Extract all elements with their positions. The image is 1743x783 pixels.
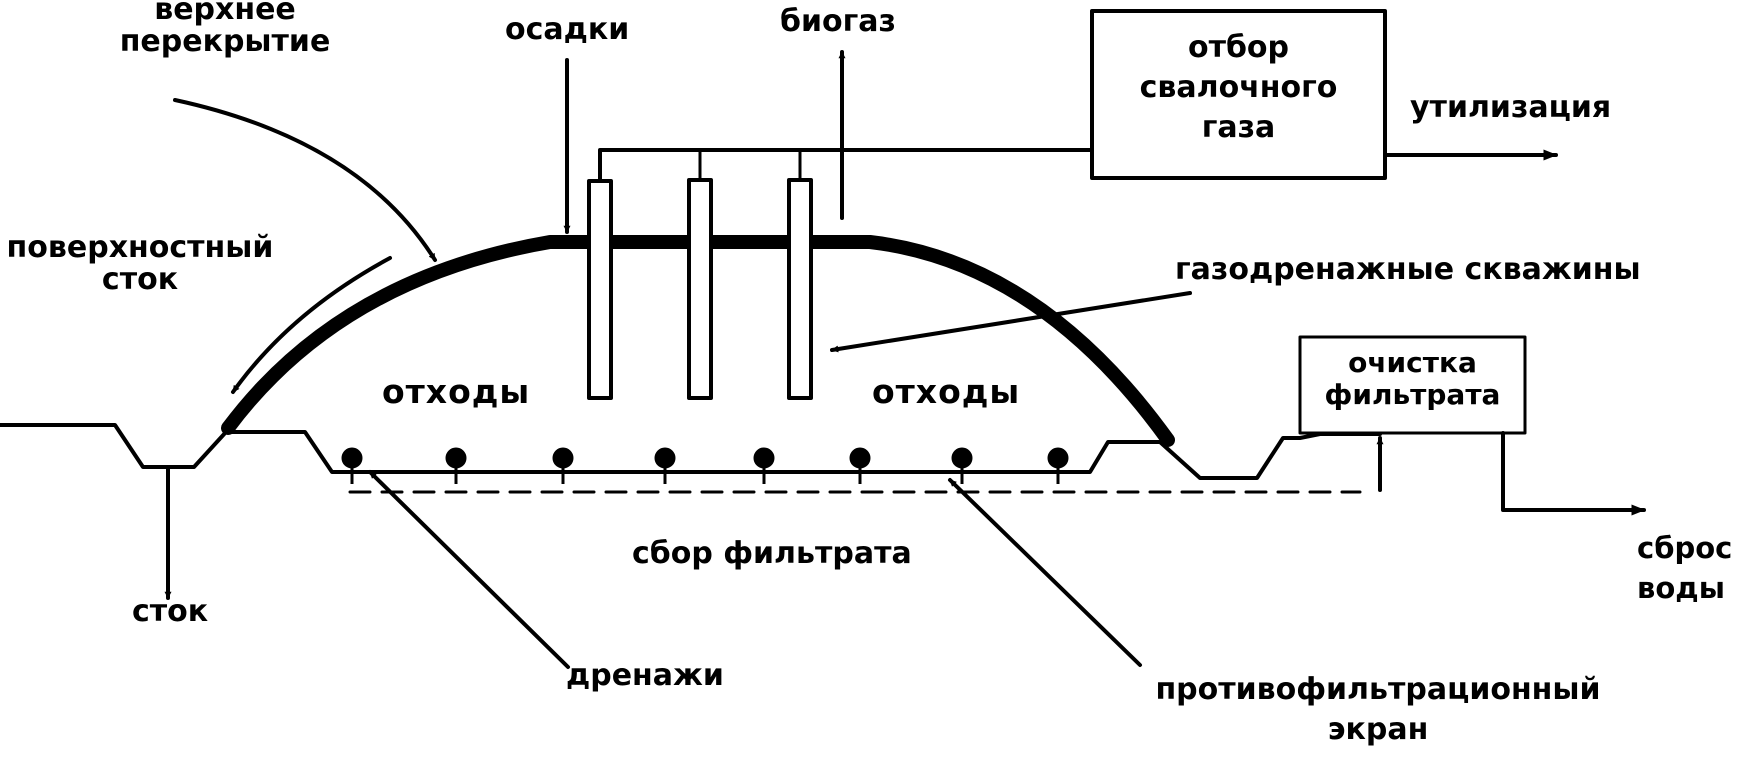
label-surface-runoff-line1: поверхностный [6,230,274,265]
arrow-surface-runoff [231,256,392,394]
label-gas-collection: отбор свалочного газа [1092,28,1385,148]
discharge-line [1501,431,1592,512]
label-precipitation: осадки [505,12,630,47]
label-water-discharge: сброс воды [1637,528,1732,608]
gas-collection-box [1090,9,1387,180]
arrow-gas-wells [830,291,1192,353]
ground-profile [0,423,1382,480]
label-utilization: утилизация [1410,90,1612,125]
label-waste-left: отходы [382,372,531,411]
label-leachate-treatment-line1: очистка [1348,346,1477,379]
label-leachate-treatment: очистка фильтрата [1300,347,1525,411]
label-liner-line2: экран [1327,712,1429,747]
label-top-cover: верхнее перекрытие [110,0,340,58]
gas-well-2 [687,178,713,400]
arrow-top-cover [173,98,437,262]
label-top-cover-line1: верхнее [154,0,296,27]
label-gas-wells: газодренажные скважины [1175,252,1641,287]
label-liner-line1: противофильтрационный [1155,672,1601,707]
label-drains: дренажи [566,658,724,693]
label-leachate-treatment-line2: фильтрата [1324,378,1501,411]
label-water-discharge-line1: сброс [1637,531,1733,565]
gas-collection-pipe [598,148,1094,183]
drain-pipes [341,447,1069,484]
label-gas-collection-line1: отбор [1187,30,1290,65]
arrow-liner [948,478,1142,667]
label-waste-right: отходы [872,372,1021,411]
gas-well-3 [787,178,813,400]
label-leachate-collection: сбор фильтрата [632,536,912,571]
label-surface-runoff-line2: сток [101,262,179,297]
label-gas-collection-line3: газа [1201,110,1276,145]
label-water-discharge-line2: воды [1637,571,1725,605]
label-top-cover-line2: перекрытие [119,24,331,59]
arrow-drains [368,470,570,669]
label-liner: противофильтрационный экран [1138,670,1618,750]
label-biogas: биогаз [780,4,896,39]
label-surface-runoff: поверхностный сток [0,232,280,296]
label-gas-collection-line2: свалочного [1139,70,1338,105]
leachate-treatment-box [1298,335,1527,435]
gas-well-1 [587,179,613,400]
label-runoff: сток [132,594,209,629]
